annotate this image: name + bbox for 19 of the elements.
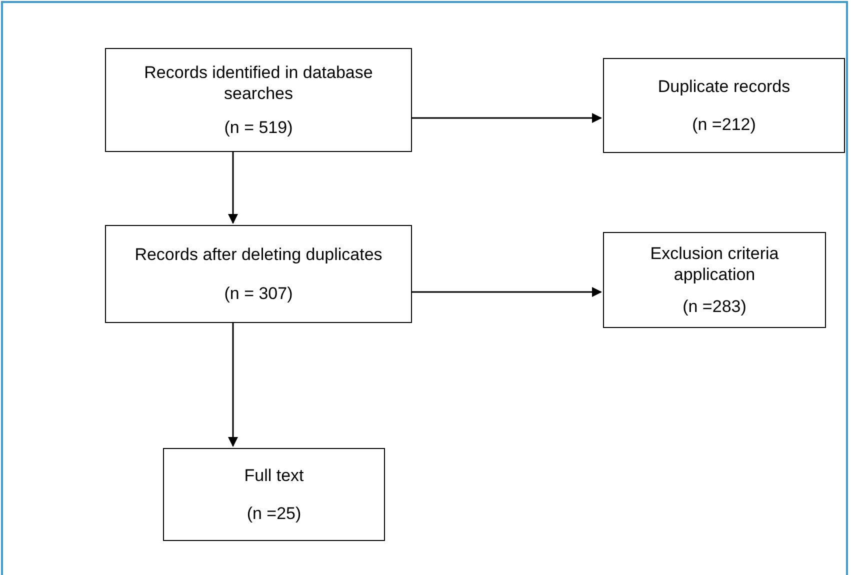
record-count: (n = 519) [224,117,293,138]
arrow [228,323,238,447]
box-title: Full text [244,465,304,486]
box-title: Records identified in database searches [143,62,374,104]
process-box [603,232,826,328]
box-title: Duplicate records [658,76,790,98]
arrow [228,152,238,224]
record-count: (n = 307) [224,282,293,304]
arrow [412,113,602,123]
process-box [105,225,412,323]
arrow [412,287,602,297]
record-count: (n =212) [692,114,756,136]
record-count: (n =25) [246,502,302,524]
box-title: Exclusion criteria application [649,243,780,286]
process-box [163,448,385,541]
process-box [105,48,412,152]
box-title: Records after deleting duplicates [134,244,382,266]
process-box [603,58,845,153]
record-count: (n =283) [682,296,746,317]
